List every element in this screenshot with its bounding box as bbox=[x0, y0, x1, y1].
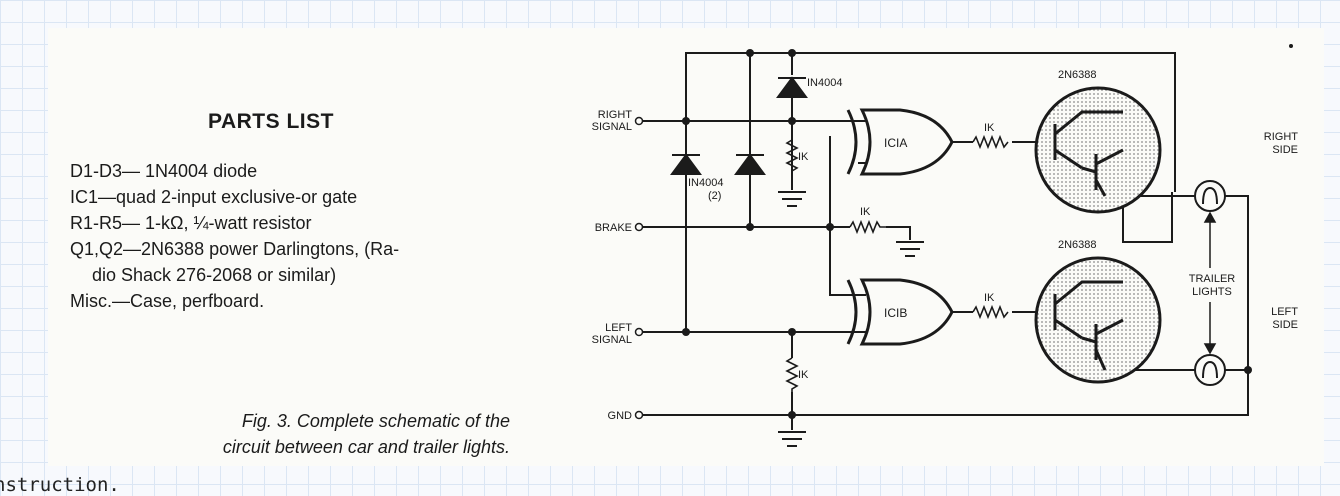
parts-item-ic: IC1—quad 2-input exclusive-or gate bbox=[70, 187, 358, 207]
gnd-label: GND bbox=[608, 410, 633, 422]
brake-terminal bbox=[634, 222, 644, 232]
left-side-label-2: SIDE bbox=[1272, 319, 1298, 331]
diode-d1 bbox=[670, 153, 702, 175]
gate-b-label: ICIB bbox=[884, 306, 907, 320]
lamp-return-wire bbox=[1225, 195, 1249, 371]
left-signal-label-1: LEFT bbox=[605, 322, 632, 334]
parts-item-diodes: D1-D3— 1N4004 diode bbox=[70, 161, 258, 181]
junction-dots bbox=[682, 49, 1252, 419]
right-signal-terminal bbox=[634, 116, 644, 126]
gate-ic1b bbox=[846, 278, 954, 346]
parts-list: PARTS LIST D1-D3— 1N4004 diode IC1—quad … bbox=[70, 110, 540, 314]
transistor-q1-label: 2N6388 bbox=[1058, 69, 1097, 81]
brake-ground-wire bbox=[886, 226, 911, 240]
parts-item-misc: Misc.—Case, perfboard. bbox=[70, 291, 265, 311]
resistor-label-right-pulldown: IK bbox=[798, 151, 809, 163]
brake-label: BRAKE bbox=[595, 222, 632, 234]
stray-dot bbox=[1289, 44, 1293, 48]
resistor-brake bbox=[849, 219, 886, 235]
diode-pair-label-1: IN4004 bbox=[688, 177, 723, 189]
resistor-gate-a bbox=[972, 134, 1009, 150]
resistor-label-brake: IK bbox=[860, 206, 871, 218]
diode-d2 bbox=[734, 153, 766, 175]
diode-pair-label-2: (2) bbox=[708, 190, 721, 202]
caption-line-1: Fig. 3. Complete schematic of the bbox=[241, 411, 510, 431]
resistor-right-pulldown bbox=[785, 139, 799, 172]
figure-caption: Fig. 3. Complete schematic of the circui… bbox=[100, 408, 510, 460]
parts-list-title: PARTS LIST bbox=[208, 110, 334, 133]
parts-item-resistors: R1-R5— 1-kΩ, ¼-watt resistor bbox=[70, 213, 312, 233]
resistor-left-pulldown bbox=[785, 357, 799, 392]
trailer-lights-label-2: LIGHTS bbox=[1192, 286, 1232, 298]
resistor-label-gate-a: IK bbox=[984, 122, 995, 134]
brake-gate-wire bbox=[829, 136, 858, 296]
ground-symbols bbox=[778, 191, 924, 447]
transistor-q1 bbox=[1034, 86, 1162, 214]
right-signal-label-2: SIGNAL bbox=[592, 121, 632, 133]
resistor-label-left-pulldown: IK bbox=[798, 369, 809, 381]
gnd-terminal bbox=[634, 410, 644, 420]
parts-item-transistors-cont: dio Shack 276-2068 or similar) bbox=[92, 265, 337, 285]
transistor-q2-label: 2N6388 bbox=[1058, 239, 1097, 251]
resistor-gate-b bbox=[972, 304, 1009, 320]
gate-a-label: ICIA bbox=[884, 136, 907, 150]
transistor-q2 bbox=[1034, 256, 1162, 384]
top-rail-wire bbox=[685, 52, 1176, 192]
lamp-left bbox=[1194, 354, 1226, 386]
left-side-label-1: LEFT bbox=[1271, 306, 1298, 318]
right-side-label-2: SIDE bbox=[1272, 144, 1298, 156]
diode-top bbox=[776, 76, 808, 98]
right-signal-label-1: RIGHT bbox=[598, 109, 633, 121]
lamp-right bbox=[1194, 180, 1226, 212]
trailer-lights-label-1: TRAILER bbox=[1189, 273, 1236, 285]
trailer-lights-arrows bbox=[1203, 211, 1217, 355]
caption-line-2: circuit between car and trailer lights. bbox=[222, 437, 510, 457]
left-signal-terminal bbox=[634, 327, 644, 337]
gate-ic1a bbox=[846, 108, 954, 176]
parts-item-transistors: Q1,Q2—2N6388 power Darlingtons, (Ra- bbox=[70, 239, 400, 259]
input-terminals bbox=[634, 116, 644, 420]
diode-top-label: IN4004 bbox=[807, 77, 842, 89]
resistor-label-gate-b: IK bbox=[984, 292, 995, 304]
right-side-label-1: RIGHT bbox=[1264, 131, 1299, 143]
footer-text: nstruction. bbox=[0, 474, 120, 496]
left-signal-label-2: SIGNAL bbox=[592, 334, 632, 346]
